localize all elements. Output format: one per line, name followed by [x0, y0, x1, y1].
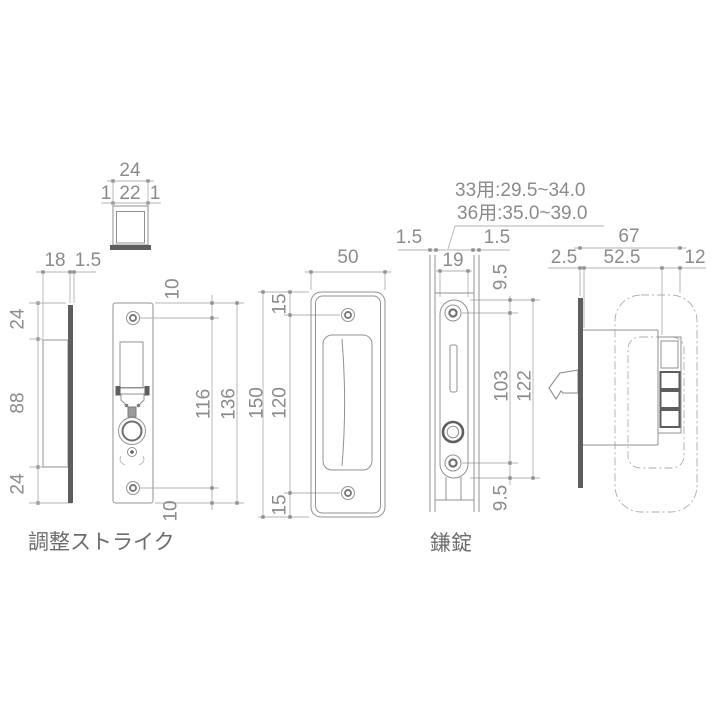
strike-caption: 調整ストライク [28, 531, 175, 554]
door-edge-plates [429, 255, 480, 512]
lock-note-leader [447, 225, 604, 250]
lock-side-dimensions: 67 2.5 52.5 12 [548, 226, 706, 335]
strike-slot [119, 341, 144, 389]
dim-pull-edge-top: 15 [270, 293, 291, 314]
dim-side-depth: 18 [44, 250, 65, 271]
dim-side-seg-middle: 88 [8, 392, 29, 413]
lock-case [583, 329, 659, 446]
dim-lockside-backset: 2.5 [551, 247, 577, 268]
lock-mechanism [657, 336, 682, 434]
dim-lock-faceplate-height: 122 [515, 370, 536, 402]
strike-front-dimensions: 10 116 136 10 [140, 278, 244, 522]
strike-side-view: 18 1.5 24 88 24 [8, 250, 101, 505]
dim-lockside-front: 12 [684, 247, 705, 268]
strike-box-inner [116, 211, 145, 244]
dim-strike-offset-bottom: 10 [161, 500, 182, 521]
pull-recess [322, 334, 373, 471]
dim-strike-height: 136 [219, 388, 240, 420]
dim-top-width-inner: 22 [119, 183, 140, 204]
strike-keeper-mechanism [115, 386, 150, 466]
lock-side-view: 67 2.5 52.5 12 [548, 226, 706, 513]
dim-lockside-total: 67 [618, 226, 639, 247]
lock-note-36: 36用:35.0~39.0 [457, 203, 587, 224]
lock-screw-bottom [443, 453, 463, 473]
strike-screw-bottom [125, 480, 141, 496]
pull-plate-bevel [315, 295, 381, 514]
dim-lock-faceplate-width: 19 [442, 250, 463, 271]
pull-front-view: 50 15 120 15 150 [247, 247, 391, 519]
lock-caption: 鎌錠 [430, 532, 472, 555]
dim-strike-pitch: 116 [194, 389, 215, 419]
pull-plate [310, 291, 386, 518]
dim-top-wall-left: 1 [101, 183, 112, 204]
lock-hook-slot [449, 344, 458, 393]
dim-lock-offset-top: 9.5 [491, 264, 512, 290]
strike-side-plate [68, 305, 73, 503]
dim-lock-plate-right: 1.5 [484, 227, 510, 248]
lock-cylinder-inner [446, 425, 460, 439]
dim-pull-edge-bottom: 15 [270, 494, 291, 515]
strike-side-box [42, 339, 69, 468]
strike-front-view: 10 116 136 10 [112, 278, 244, 522]
strike-top-view: 24 1 22 1 [101, 160, 161, 250]
dim-side-seg-bottom: 24 [8, 473, 29, 495]
pull-screw-bottom [340, 485, 356, 501]
dim-pull-height: 150 [247, 387, 268, 419]
lock-side-plate [578, 298, 583, 488]
pull-plate-phantom [614, 294, 698, 513]
strike-plate [112, 302, 154, 504]
pull-screw-top [340, 307, 356, 323]
dim-strike-offset-top: 10 [163, 278, 184, 299]
lock-front-dimensions: 1.5 1.5 19 9.5 103 122 9.5 [396, 227, 540, 511]
strike-screw-top [125, 310, 141, 326]
pull-recess-curve [341, 338, 346, 467]
dim-pull-width: 50 [337, 247, 358, 268]
hook-bolt [548, 369, 579, 401]
lock-front-view: 33用:29.5~34.0 36用:35.0~39.0 1.5 1.5 19 9… [396, 180, 604, 512]
pull-dimensions: 50 15 120 15 150 [247, 247, 391, 519]
dim-pull-center: 120 [270, 387, 291, 419]
dim-lock-pitch: 103 [492, 370, 513, 402]
pull-recess-phantom [627, 336, 685, 469]
dim-lockside-case: 52.5 [604, 247, 641, 268]
strike-side-dimensions: 18 1.5 24 88 24 [8, 250, 101, 505]
dim-top-width-total: 24 [119, 160, 141, 181]
lock-note-33: 33用:29.5~34.0 [455, 180, 585, 201]
strike-faceplate-edge [110, 245, 151, 250]
lock-screw-top [443, 303, 463, 323]
strike-top-dimensions: 24 1 22 1 [101, 160, 161, 206]
dim-lock-plate-left: 1.5 [396, 227, 422, 248]
dim-side-seg-top: 24 [8, 308, 29, 330]
dim-lock-offset-bottom: 9.5 [491, 485, 512, 511]
dim-side-plate: 1.5 [75, 250, 101, 271]
lock-cylinder-hole [441, 420, 465, 444]
lock-faceplate [439, 299, 469, 479]
dim-top-wall-right: 1 [150, 183, 161, 204]
lock-body-bottom [435, 477, 474, 501]
